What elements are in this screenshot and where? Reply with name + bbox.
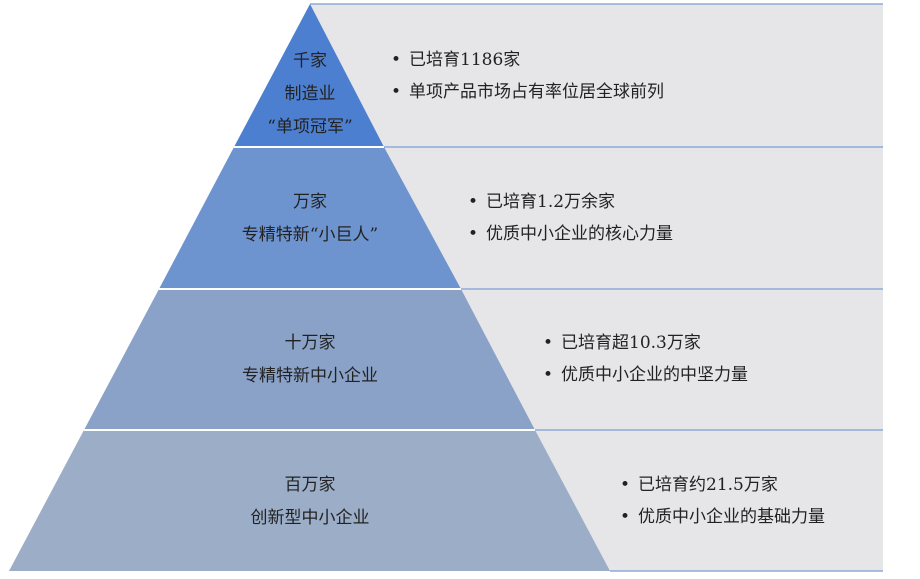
tier-1-label-line-3: “单项冠军” (267, 117, 353, 137)
tier-2-bullet-2: 优质中小企业的核心力量 (468, 218, 673, 250)
pyramid-tier-4 (9, 430, 610, 571)
tier-3-bullet-2: 优质中小企业的中坚力量 (543, 359, 748, 391)
tier-1-bullet-2: 单项产品市场占有率位居全球前列 (391, 76, 664, 108)
tier-4-label: 百万家 创新型中小企业 (190, 469, 430, 535)
tier-2-bullet-1: 已培育1.2万余家 (468, 186, 673, 218)
tier-4-bullet-1: 已培育约21.5万家 (620, 469, 825, 501)
tier-3-label-line-2: 专精特新中小企业 (242, 366, 378, 386)
tier-3-label-line-1: 十万家 (284, 333, 336, 353)
tier-2-bullets: 已培育1.2万余家 优质中小企业的核心力量 (468, 186, 673, 250)
tier-1-label-line-1: 千家 (293, 51, 327, 71)
tier-3-label: 十万家 专精特新中小企业 (190, 327, 430, 393)
tier-3-bullet-1: 已培育超10.3万家 (543, 327, 748, 359)
pyramid-tier-2 (159, 147, 461, 289)
tier-4-label-line-1: 百万家 (284, 475, 336, 495)
tier-2-label-line-1: 万家 (293, 192, 327, 212)
tier-1-label: 千家 制造业 “单项冠军” (230, 45, 390, 144)
tier-1-bullet-1: 已培育1186家 (391, 44, 664, 76)
tier-4-bullets: 已培育约21.5万家 优质中小企业的基础力量 (620, 469, 825, 533)
tier-1-label-line-2: 制造业 (284, 84, 336, 104)
tier-2-label: 万家 专精特新“小巨人” (190, 186, 430, 252)
tier-2-label-line-2: 专精特新“小巨人” (241, 225, 379, 245)
pyramid-tier-3 (84, 289, 535, 430)
pyramid-tier-1 (234, 4, 384, 147)
tier-4-bullet-2: 优质中小企业的基础力量 (620, 501, 825, 533)
tier-4-label-line-2: 创新型中小企业 (250, 508, 370, 528)
tier-1-bullets: 已培育1186家 单项产品市场占有率位居全球前列 (391, 44, 664, 108)
tier-3-bullets: 已培育超10.3万家 优质中小企业的中坚力量 (543, 327, 748, 391)
